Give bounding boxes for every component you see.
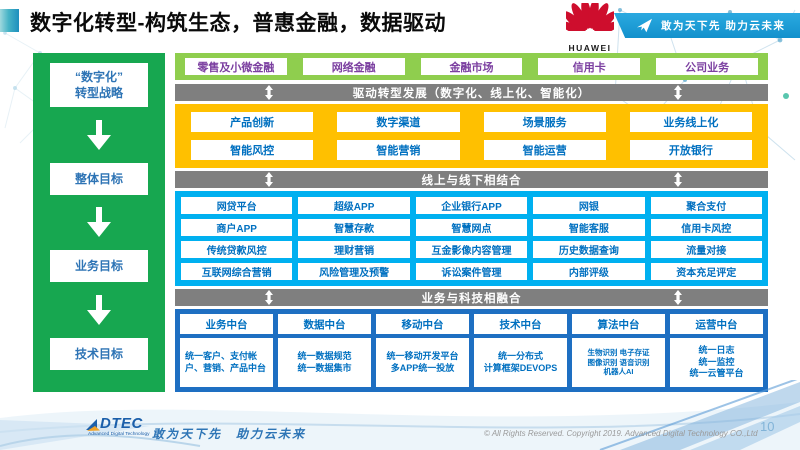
application-box: 智慧网点 <box>415 219 528 236</box>
application-box: 理财营销 <box>298 241 410 258</box>
platform-title: 业务中台 <box>180 314 273 334</box>
strategy-sidebar: “数字化” 转型战略 整体目标 业务目标 技术目标 <box>33 53 165 392</box>
platform-column-technology: 技术中台 统一分布式 计算框架DEVOPS <box>474 314 567 387</box>
application-box: 聚合支付 <box>650 197 762 214</box>
business-line-box: 信用卡 <box>538 58 641 75</box>
platform-body: 生物识别 电子存证 图像识别 语音识别 机器人AI <box>572 338 665 387</box>
platform-column-data: 数据中台 统一数据规范 统一数据集市 <box>278 314 371 387</box>
sidebar-item-strategy: “数字化” 转型战略 <box>50 63 148 107</box>
capability-box: 业务线上化 <box>629 112 752 132</box>
down-arrow-icon <box>87 207 111 238</box>
copyright-text: © All Rights Reserved. Copyright 2019. A… <box>484 429 758 438</box>
adtec-wordmark: DTEC <box>100 415 143 432</box>
application-box: 互金影像内容管理 <box>415 241 528 258</box>
driver-bar-label: 驱动转型发展（数字化、线上化、智能化） <box>352 87 591 100</box>
business-line-box: 网络金融 <box>302 58 405 75</box>
application-box: 传统贷款风控 <box>181 241 293 258</box>
platform-body: 统一数据规范 统一数据集市 <box>278 338 371 387</box>
sidebar-item-business-goal: 业务目标 <box>50 250 148 283</box>
application-section: 网贷平台 超级APP 企业银行APP 网银 聚合支付 商户APP 智慧存款 智慧… <box>175 191 768 286</box>
platform-body: 统一客户、支付帐户、营销、产品中台 <box>180 338 273 387</box>
adtec-arrow-icon <box>86 419 100 431</box>
capability-box: 场景服务 <box>483 112 606 132</box>
platform-body: 统一移动开发平台 多APP统一投放 <box>376 338 469 387</box>
application-box: 资本充足评定 <box>650 263 762 280</box>
sidebar-item-overall-goal: 整体目标 <box>50 162 148 195</box>
down-arrow-icon <box>87 119 111 150</box>
double-arrow-icon <box>674 85 683 100</box>
platform-title: 数据中台 <box>278 314 371 334</box>
platform-body: 统一日志 统一监控 统一云管平台 <box>670 338 763 387</box>
application-box: 历史数据查询 <box>533 241 645 258</box>
paper-plane-icon <box>637 18 652 33</box>
down-arrow-icon <box>87 295 111 326</box>
application-box: 商户APP <box>181 219 293 236</box>
application-box: 风险管理及预警 <box>298 263 410 280</box>
application-box: 诉讼案件管理 <box>415 263 528 280</box>
application-box: 智能客服 <box>533 219 645 236</box>
fusion-bar: 业务与科技相融合 <box>175 289 768 306</box>
application-box: 互联网综合营销 <box>181 263 293 280</box>
platform-body: 统一分布式 计算框架DEVOPS <box>474 338 567 387</box>
driver-bar: 驱动转型发展（数字化、线上化、智能化） <box>175 84 768 101</box>
application-box: 网银 <box>533 197 645 214</box>
double-arrow-icon <box>674 290 683 305</box>
application-box: 流量对接 <box>650 241 762 258</box>
adtec-logo: DTEC Advanced Digital Technology <box>86 415 156 437</box>
application-box: 信用卡风控 <box>650 219 762 236</box>
title-accent-bar <box>0 9 19 32</box>
application-box: 企业银行APP <box>415 197 528 214</box>
double-arrow-icon <box>674 172 683 187</box>
capability-box: 智能营销 <box>337 140 460 160</box>
business-lines-row: 零售及小微金融 网络金融 金融市场 信用卡 公司业务 <box>175 53 768 80</box>
business-line-box: 公司业务 <box>656 58 758 75</box>
page-title: 数字化转型-构筑生态，普惠金融，数据驱动 <box>30 12 446 35</box>
platform-title: 移动中台 <box>376 314 469 334</box>
double-arrow-icon <box>264 172 273 187</box>
application-box: 智慧存款 <box>298 219 410 236</box>
capability-box: 产品创新 <box>191 112 314 132</box>
platform-column-business: 业务中台 统一客户、支付帐户、营销、产品中台 <box>180 314 273 387</box>
huawei-flower-icon <box>560 0 620 37</box>
double-arrow-icon <box>264 85 273 100</box>
fusion-bar-label: 业务与科技相融合 <box>421 292 522 305</box>
capability-box: 智能运营 <box>483 140 606 160</box>
platform-column-operation: 运营中台 统一日志 统一监控 统一云管平台 <box>670 314 763 387</box>
capability-box: 智能风控 <box>191 140 314 160</box>
platform-title: 运营中台 <box>670 314 763 334</box>
slogan-banner: 敢为天下先 助力云未来 <box>614 13 800 38</box>
adtec-subtext: Advanced Digital Technology <box>88 432 150 437</box>
platform-title: 算法中台 <box>572 314 665 334</box>
double-arrow-icon <box>264 290 273 305</box>
platform-title: 技术中台 <box>474 314 567 334</box>
huawei-logo: HUAWEI <box>560 0 620 53</box>
application-box: 网贷平台 <box>181 197 293 214</box>
integration-bar-label: 线上与线下相结合 <box>421 174 522 187</box>
capability-box: 数字渠道 <box>337 112 460 132</box>
page-number: 10 <box>760 419 775 434</box>
banner-slogan-text: 敢为天下先 助力云未来 <box>661 20 786 32</box>
capability-section: 产品创新 数字渠道 场景服务 业务线上化 智能风控 智能营销 智能运营 开放银行 <box>175 104 768 168</box>
application-box: 超级APP <box>298 197 410 214</box>
platform-column-algorithm: 算法中台 生物识别 电子存证 图像识别 语音识别 机器人AI <box>572 314 665 387</box>
huawei-wordmark: HUAWEI <box>568 43 612 53</box>
platform-section: 业务中台 统一客户、支付帐户、营销、产品中台 数据中台 统一数据规范 统一数据集… <box>175 309 768 392</box>
integration-bar: 线上与线下相结合 <box>175 171 768 188</box>
business-line-box: 金融市场 <box>420 58 523 75</box>
capability-box: 开放银行 <box>629 140 752 160</box>
sidebar-item-technology-goal: 技术目标 <box>50 337 148 370</box>
business-line-box: 零售及小微金融 <box>185 58 287 75</box>
footer-slogan: 敢为天下先 助力云未来 <box>152 427 307 441</box>
platform-column-mobile: 移动中台 统一移动开发平台 多APP统一投放 <box>376 314 469 387</box>
application-box: 内部评级 <box>533 263 645 280</box>
